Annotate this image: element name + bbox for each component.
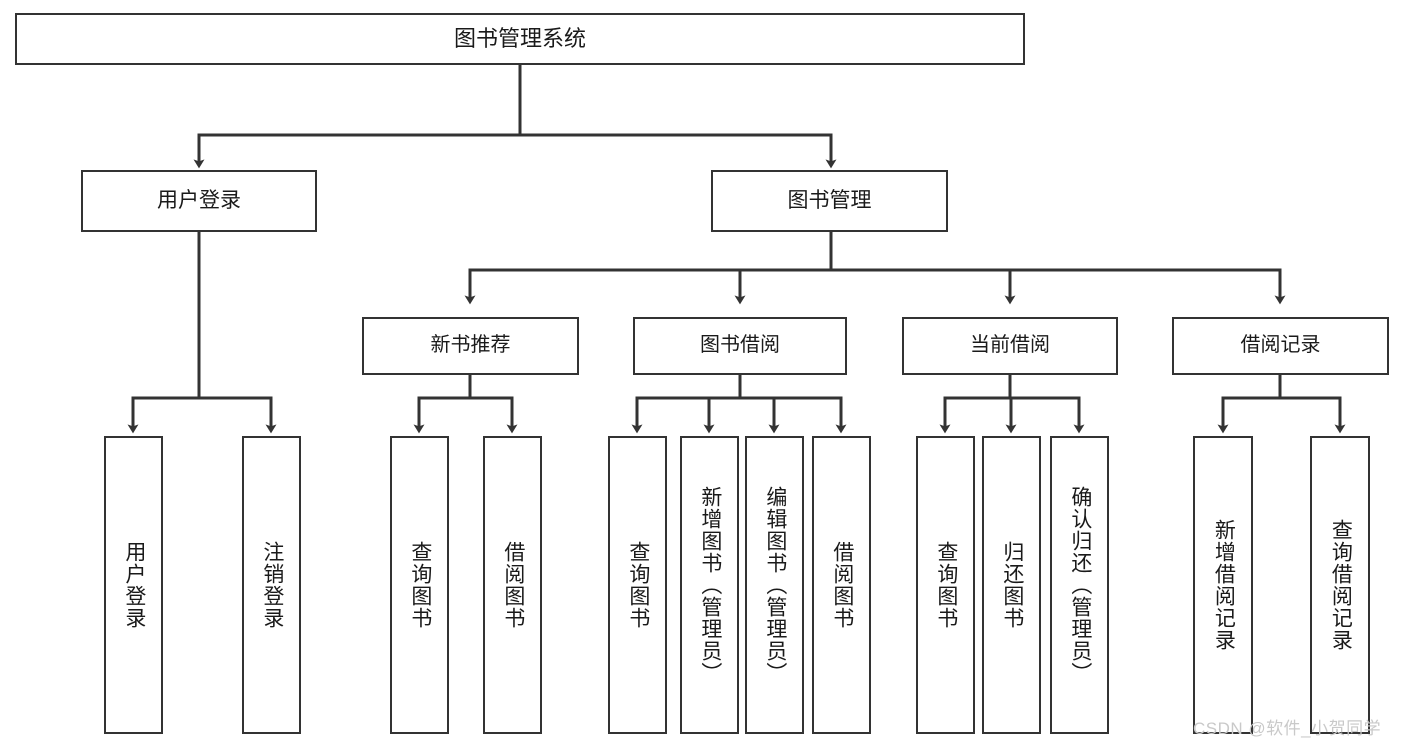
leaf-add-book-admin[interactable]: 新增图书（管理员） xyxy=(680,436,739,734)
node-current-borrow[interactable]: 当前借阅 xyxy=(902,317,1118,375)
node-book-manage-label: 图书管理 xyxy=(787,188,872,212)
leaf-query-book-current-label: 查询图书 xyxy=(934,541,958,629)
node-user-login[interactable]: 用户登录 xyxy=(81,170,317,232)
leaf-confirm-return-admin-label: 确认归还（管理员） xyxy=(1068,486,1092,684)
node-current-borrow-label: 当前借阅 xyxy=(970,334,1050,357)
leaf-borrow-book[interactable]: 借阅图书 xyxy=(812,436,871,734)
leaf-borrow-book-new[interactable]: 借阅图书 xyxy=(483,436,542,734)
leaf-borrow-book-label: 借阅图书 xyxy=(830,541,854,629)
node-book-borrow-label: 图书借阅 xyxy=(700,334,780,357)
node-borrow-record-label: 借阅记录 xyxy=(1240,334,1321,357)
csdn-watermark: CSDN @软件_小贺同学 xyxy=(1193,719,1382,738)
node-borrow-record[interactable]: 借阅记录 xyxy=(1172,317,1389,375)
node-user-login-label: 用户登录 xyxy=(157,188,241,212)
leaf-logout[interactable]: 注销登录 xyxy=(242,436,301,734)
leaf-confirm-return-admin[interactable]: 确认归还（管理员） xyxy=(1050,436,1109,734)
leaf-edit-book-admin-label: 编辑图书（管理员） xyxy=(763,486,787,684)
leaf-user-login[interactable]: 用户登录 xyxy=(104,436,163,734)
leaf-add-borrow-record-label: 新增借阅记录 xyxy=(1212,519,1236,651)
node-book-borrow[interactable]: 图书借阅 xyxy=(633,317,847,375)
leaf-logout-label: 注销登录 xyxy=(260,541,284,629)
leaf-return-book[interactable]: 归还图书 xyxy=(982,436,1041,734)
node-book-manage[interactable]: 图书管理 xyxy=(711,170,948,232)
leaf-user-login-label: 用户登录 xyxy=(122,541,146,629)
node-new-book-recommend[interactable]: 新书推荐 xyxy=(362,317,579,375)
leaf-add-book-admin-label: 新增图书（管理员） xyxy=(698,486,722,684)
node-root-system[interactable]: 图书管理系统 xyxy=(15,13,1025,65)
leaf-edit-book-admin[interactable]: 编辑图书（管理员） xyxy=(745,436,804,734)
node-new-book-recommend-label: 新书推荐 xyxy=(430,334,511,357)
leaf-query-book-borrow[interactable]: 查询图书 xyxy=(608,436,667,734)
leaf-return-book-label: 归还图书 xyxy=(1000,541,1024,629)
leaf-add-borrow-record[interactable]: 新增借阅记录 xyxy=(1193,436,1253,734)
leaf-borrow-book-new-label: 借阅图书 xyxy=(501,541,525,629)
leaf-query-book-new[interactable]: 查询图书 xyxy=(390,436,449,734)
leaf-query-book-new-label: 查询图书 xyxy=(408,541,432,629)
leaf-query-book-current[interactable]: 查询图书 xyxy=(916,436,975,734)
node-root-system-label: 图书管理系统 xyxy=(453,26,586,52)
leaf-query-book-borrow-label: 查询图书 xyxy=(626,541,650,629)
leaf-query-borrow-record[interactable]: 查询借阅记录 xyxy=(1310,436,1370,734)
leaf-query-borrow-record-label: 查询借阅记录 xyxy=(1329,519,1353,651)
